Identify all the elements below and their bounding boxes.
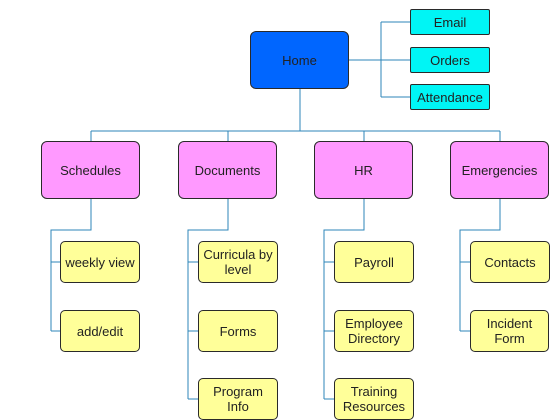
- page-node-label: add/edit: [76, 323, 124, 339]
- page-node-weekly-view: weekly view: [60, 241, 140, 283]
- page-node-curricula-by-level: Curricula by level: [198, 241, 278, 283]
- page-node-contacts: Contacts: [470, 241, 550, 283]
- connector-schedules-down: [50, 199, 92, 331]
- link-node-label: Orders: [430, 52, 470, 68]
- page-node-add-edit: add/edit: [60, 310, 140, 352]
- page-node-label: Curricula by level: [203, 247, 273, 277]
- page-node-label: weekly view: [65, 254, 135, 270]
- connector-hr-down: [323, 199, 365, 399]
- page-node-program-info: Program Info: [198, 378, 278, 420]
- link-node-label: Email: [433, 14, 467, 30]
- link-node-email: Email: [410, 9, 490, 35]
- page-node-label: Forms: [219, 323, 257, 339]
- page-node-training-resources: Training Resources: [334, 378, 414, 420]
- section-node-emergencies: Emergencies: [450, 141, 549, 199]
- section-node-schedules: Schedules: [41, 141, 140, 199]
- home-node-label: Home: [282, 52, 317, 68]
- page-node-forms: Forms: [198, 310, 278, 352]
- page-node-incident-form: Incident Form: [470, 310, 549, 352]
- section-node-documents: Documents: [178, 141, 277, 199]
- link-node-orders: Orders: [410, 47, 490, 73]
- page-node-payroll: Payroll: [334, 241, 414, 283]
- section-node-label: Documents: [194, 162, 261, 178]
- page-node-label: Contacts: [484, 254, 536, 270]
- section-node-label: Schedules: [60, 162, 121, 178]
- page-node-label: Incident Form: [486, 316, 533, 346]
- home-node: Home: [250, 31, 349, 89]
- page-node-label: Training Resources: [342, 384, 406, 414]
- section-node-label: Emergencies: [461, 162, 538, 178]
- connector-emergencies-down: [459, 199, 501, 331]
- page-node-employee-directory: Employee Directory: [334, 310, 414, 352]
- link-node-attendance: Attendance: [410, 84, 490, 110]
- connectors: [50, 21, 501, 400]
- page-node-label: Payroll: [354, 254, 394, 270]
- section-node-hr: HR: [314, 141, 413, 199]
- connector-documents-down: [187, 199, 229, 399]
- section-node-label: HR: [354, 162, 373, 178]
- link-node-label: Attendance: [417, 89, 483, 105]
- page-node-label: Program Info: [213, 384, 263, 414]
- page-node-label: Employee Directory: [345, 316, 403, 346]
